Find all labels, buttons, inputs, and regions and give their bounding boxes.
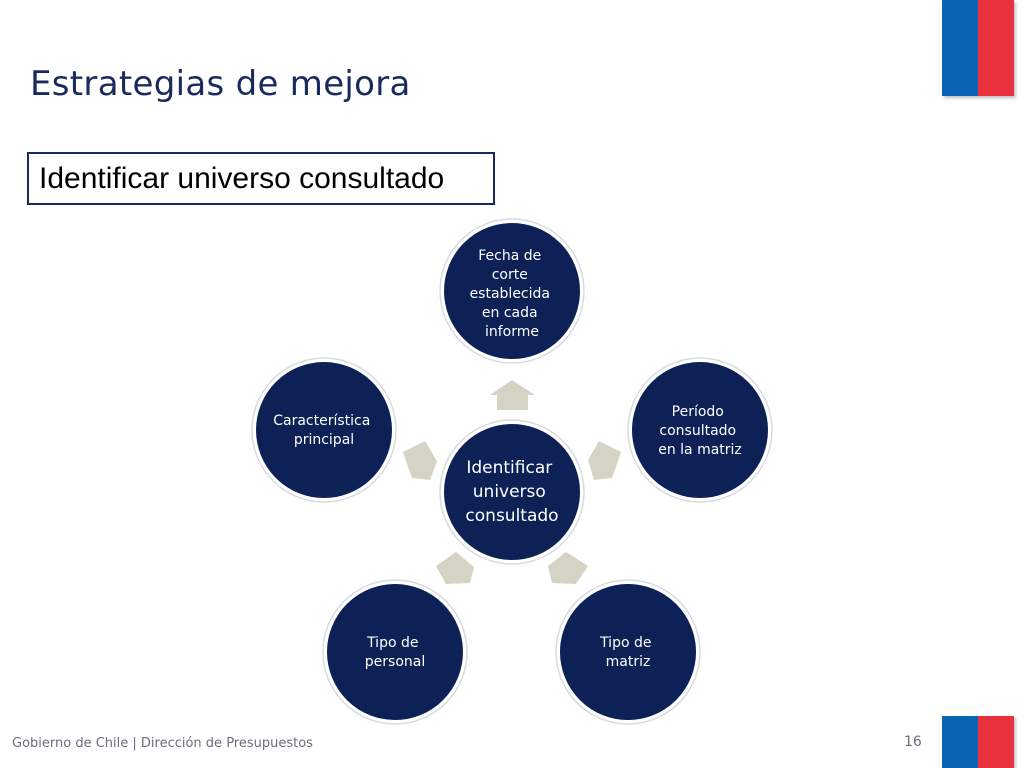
connector-bottom-left [436, 552, 474, 584]
connector-up [490, 380, 535, 410]
node-caracteristica-principal: Característica principal [251, 357, 397, 503]
chile-flag-top [942, 0, 1014, 96]
subtitle-box: Identificar universo consultado [27, 152, 495, 205]
slide-title: Estrategias de mejora [30, 64, 411, 104]
chile-flag-bottom [942, 716, 1014, 768]
connector-right [588, 441, 621, 480]
node-tipo-matriz-label: Tipo de matriz [599, 635, 656, 670]
node-fecha-corte-label: Fecha de corte establecida en cada infor… [470, 248, 555, 340]
connectors [403, 380, 621, 584]
page-number: 16 [904, 734, 922, 750]
center-node-label: Identificar universo consultado [465, 458, 558, 526]
node-caracteristica-label: Característica principal [273, 413, 375, 448]
footer-text: Gobierno de Chile | Dirección de Presupu… [12, 736, 313, 751]
node-tipo-matriz: Tipo de matriz [555, 579, 701, 725]
node-tipo-personal: Tipo de personal [322, 579, 468, 725]
node-tipo-personal-label: Tipo de personal [365, 635, 425, 670]
node-periodo-label: Período consultado en la matriz [658, 404, 742, 458]
center-node: Identificar universo consultado [439, 419, 585, 565]
subtitle-text: Identificar universo consultado [39, 161, 445, 195]
connector-left [403, 441, 437, 480]
connector-bottom-right [548, 552, 588, 584]
node-periodo-consultado: Período consultado en la matriz [627, 357, 773, 503]
node-fecha-corte: Fecha de corte establecida en cada infor… [439, 218, 585, 364]
